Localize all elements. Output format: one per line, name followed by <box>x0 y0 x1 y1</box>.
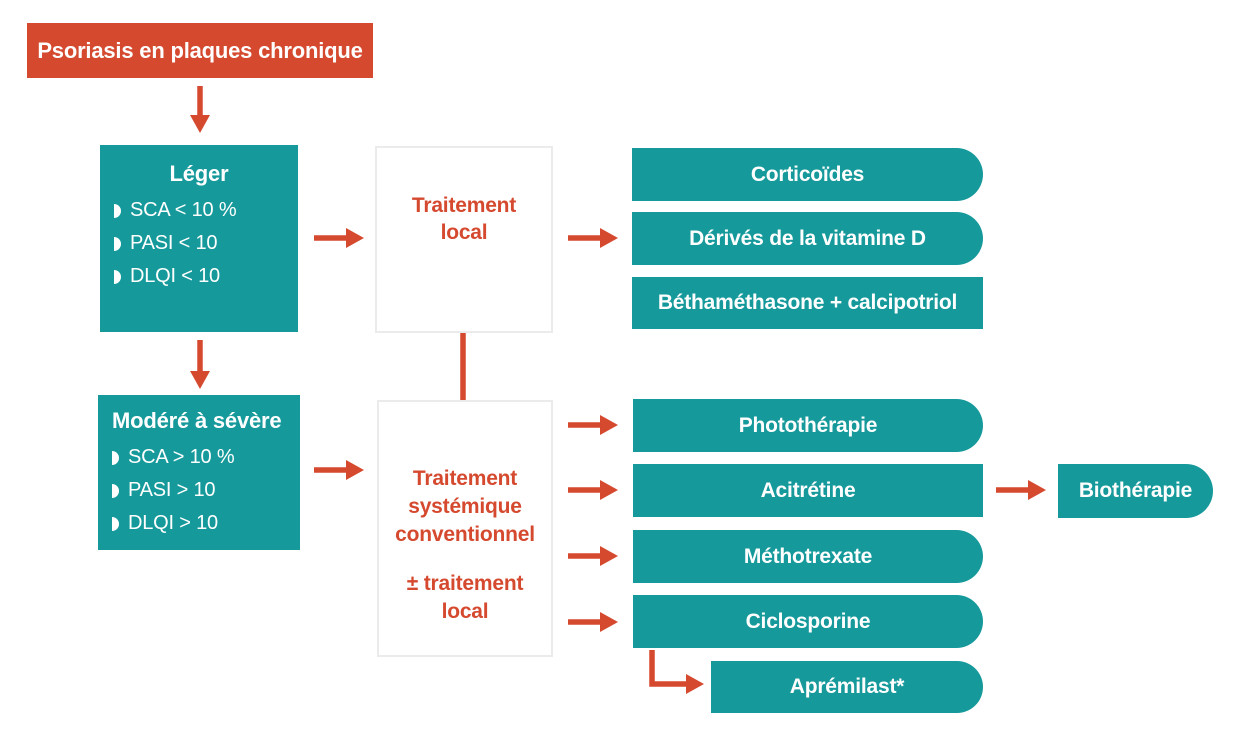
arrow-modere-to-systemic <box>314 460 364 480</box>
half-circle-bullet <box>112 516 119 531</box>
arrow-leger-to-local <box>314 228 364 248</box>
arrow-leger-to-modere <box>190 340 210 389</box>
criteria-row: SCA > 10 % <box>98 441 300 474</box>
arrow-systemic-to-ciclosporine <box>568 612 618 632</box>
severity-leger-title: Léger <box>169 161 229 186</box>
pill-label: Ciclosporine <box>745 609 871 633</box>
node-severity-leger: Léger SCA < 10 % PASI < 10 DLQI < 10 <box>100 145 298 332</box>
traitement-local-label: Traitement local <box>411 194 517 244</box>
criteria-row: PASI < 10 <box>100 227 298 260</box>
criteria-row: PASI > 10 <box>98 474 300 507</box>
pill-label: Béthaméthasone + calcipotriol <box>657 291 958 314</box>
arrow-systemic-to-methotrexate <box>568 546 618 566</box>
criteria-text: SCA < 10 % <box>130 199 237 221</box>
pill-label: Méthotrexate <box>743 544 873 568</box>
node-psoriasis-chronique: Psoriasis en plaques chronique <box>27 23 373 78</box>
severity-modere-title: Modéré à sévère <box>112 408 282 433</box>
pill-phototherapie: Photothérapie <box>633 399 983 452</box>
half-circle-bullet <box>112 450 119 465</box>
arrow-acitretine-to-biotherapie <box>996 480 1046 500</box>
half-circle-bullet <box>114 269 121 284</box>
arrow-local-to-options <box>568 228 618 248</box>
arrow-systemic-to-acitretine <box>568 480 618 500</box>
traitement-systemique-sublabel: ± traitement local <box>406 572 524 624</box>
pill-label: Aprémilast* <box>789 675 905 698</box>
pill-derives-vitamine-d: Dérivés de la vitamine D <box>632 212 983 265</box>
criteria-row: DLQI < 10 <box>100 260 298 293</box>
pill-corticoides: Corticoïdes <box>632 148 983 201</box>
node-traitement-systemique: Traitement systémique conventionnel ± tr… <box>377 400 553 657</box>
pill-label: Photothérapie <box>738 413 878 437</box>
half-circle-bullet <box>114 203 121 218</box>
arrow-ciclosporine-to-apremilast-elbow <box>649 650 704 694</box>
pill-biotherapie: Biothérapie <box>1058 464 1213 518</box>
pill-label: Dérivés de la vitamine D <box>689 226 926 250</box>
node-traitement-local: Traitement local <box>375 146 553 333</box>
half-circle-bullet <box>114 236 121 251</box>
criteria-text: PASI > 10 <box>128 479 216 501</box>
criteria-row: SCA < 10 % <box>100 194 298 227</box>
criteria-text: SCA > 10 % <box>128 446 235 468</box>
arrow-systemic-to-phototherapie <box>568 415 618 435</box>
traitement-systemique-label: Traitement systémique conventionnel <box>395 467 535 546</box>
criteria-text: DLQI < 10 <box>130 265 220 287</box>
criteria-text: DLQI > 10 <box>128 512 218 534</box>
pill-methotrexate: Méthotrexate <box>633 530 983 583</box>
pill-bethamethasone-calcipotriol: Béthaméthasone + calcipotriol <box>632 277 983 329</box>
criteria-text: PASI < 10 <box>130 232 218 254</box>
pill-ciclosporine: Ciclosporine <box>633 595 983 648</box>
arrow-root-to-leger <box>190 86 210 133</box>
pill-acitretine: Acitrétine <box>633 464 983 517</box>
pill-label: Acitrétine <box>760 478 856 502</box>
node-severity-modere-severe: Modéré à sévère SCA > 10 % PASI > 10 DLQ… <box>98 395 300 550</box>
node-psoriasis-label: Psoriasis en plaques chronique <box>37 37 363 63</box>
pill-apremilast: Aprémilast* <box>711 661 983 713</box>
pill-label: Biothérapie <box>1078 479 1193 502</box>
criteria-row: DLQI > 10 <box>98 507 300 540</box>
half-circle-bullet <box>112 483 119 498</box>
pill-label: Corticoïdes <box>750 162 865 186</box>
